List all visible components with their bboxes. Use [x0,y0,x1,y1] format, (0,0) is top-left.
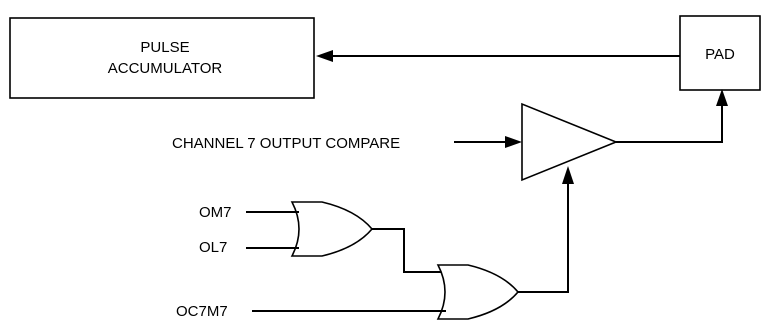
output-buffer [521,102,619,182]
channel7-input: CHANNEL 7 OUTPUT COMPARE [172,135,522,152]
pad-to-accumulator-arrow [316,50,680,62]
pulse-accumulator-label-line1: PULSE [140,39,189,56]
pad-block: PAD [679,15,761,91]
or1-to-or2-wire [372,228,448,273]
ol7-label: OL7 [199,239,227,256]
ol7-input: OL7 [199,239,299,256]
pulse-accumulator-label-line2: ACCUMULATOR [108,60,223,77]
om7-label: OM7 [199,204,232,221]
or-gate-1 [290,201,374,257]
or2-to-buffer-enable [518,166,574,293]
om7-input: OM7 [199,204,299,221]
channel7-label: CHANNEL 7 OUTPUT COMPARE [172,135,400,152]
or-gate-2 [436,264,520,320]
oc7m7-label: OC7M7 [176,303,228,320]
buffer-to-pad-wire [616,89,728,143]
pad-label: PAD [705,46,735,63]
pulse-accumulator-block: PULSE ACCUMULATOR [9,17,315,99]
oc7m7-input: OC7M7 [176,303,446,320]
